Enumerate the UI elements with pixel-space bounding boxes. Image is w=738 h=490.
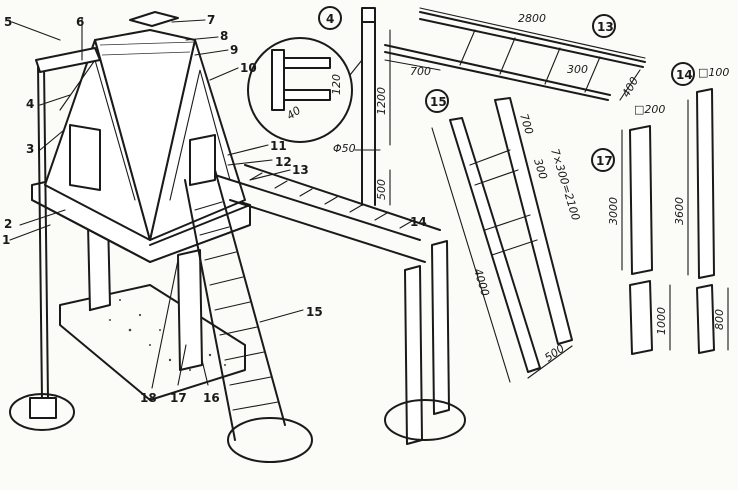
- detail-17-post: 17 □200 3000 1000: [591, 103, 671, 355]
- footing-left-block: [29, 397, 57, 419]
- svg-text:2800: 2800: [518, 12, 546, 25]
- playhouse-assembly: [9, 11, 466, 463]
- callout-12: 12: [275, 155, 292, 169]
- svg-text:3600: 3600: [673, 197, 686, 225]
- svg-text:500: 500: [542, 342, 567, 365]
- support-post-14: [404, 265, 423, 445]
- window-left: [69, 124, 101, 191]
- callout-4: 4: [26, 97, 34, 111]
- svg-text:700: 700: [517, 112, 536, 136]
- callout-2: 2: [4, 217, 12, 231]
- svg-text:7×300=2100: 7×300=2100: [548, 147, 582, 222]
- detail-15-stair: 15 4000 700 300 7×300=2100 500: [425, 89, 582, 383]
- svg-text:Φ50: Φ50: [333, 142, 356, 155]
- callout-7: 7: [207, 13, 215, 27]
- svg-text:300: 300: [567, 63, 588, 76]
- detail-14-post: 14 □100 3600 800: [671, 62, 729, 354]
- svg-text:800: 800: [713, 309, 726, 330]
- callout-9: 9: [230, 43, 238, 57]
- svg-text:4000: 4000: [471, 267, 492, 298]
- callout-10: 10: [240, 61, 257, 75]
- footing-left: [9, 393, 75, 431]
- callout-1: 1: [2, 233, 10, 247]
- callout-8: 8: [220, 29, 228, 43]
- detail-4-pole: 4 1200 500 Φ50 120 40: [247, 6, 391, 206]
- svg-text:500: 500: [375, 179, 388, 200]
- callout-6: 6: [76, 15, 84, 29]
- svg-text:700: 700: [410, 65, 431, 78]
- mast-bracket: [35, 47, 101, 73]
- lean-ladder: [184, 169, 286, 441]
- svg-text:17: 17: [596, 154, 613, 168]
- svg-text:300: 300: [531, 157, 550, 181]
- svg-text:4: 4: [326, 12, 334, 26]
- svg-text:120: 120: [330, 74, 343, 95]
- svg-text:1200: 1200: [375, 87, 388, 115]
- callout-17: 17: [170, 391, 187, 405]
- footing-ladder: [227, 417, 313, 463]
- callout-13: 13: [292, 163, 309, 177]
- house-roof-front: [94, 29, 196, 241]
- callout-leaders: [9, 17, 304, 389]
- callout-18: 18: [140, 391, 157, 405]
- svg-text:3000: 3000: [607, 197, 620, 225]
- horizontal-ladder: [214, 164, 441, 263]
- callout-15: 15: [306, 305, 323, 319]
- svg-text:40: 40: [284, 104, 303, 123]
- callout-11: 11: [270, 139, 287, 153]
- callout-5: 5: [4, 15, 12, 29]
- svg-text:14: 14: [676, 68, 693, 82]
- callout-3: 3: [26, 142, 34, 156]
- callout-16: 16: [203, 391, 220, 405]
- roof-cap: [129, 11, 179, 27]
- callouts: 1 2 3 4 5 6 7 8 9 10 11 12 13 14 15 16 1…: [2, 13, 427, 405]
- support-post-front: [177, 249, 203, 371]
- svg-text:□200: □200: [634, 103, 665, 116]
- svg-text:1000: 1000: [655, 307, 668, 335]
- svg-text:400: 400: [619, 75, 641, 100]
- callout-14: 14: [410, 215, 427, 229]
- ground-pad: [59, 284, 246, 401]
- footing-right: [384, 399, 466, 441]
- mast-pole: [37, 64, 43, 401]
- svg-text:15: 15: [430, 95, 447, 109]
- detail-13-ladder: 13 2800 700 300 400: [384, 7, 646, 101]
- svg-text:□100: □100: [698, 66, 729, 79]
- window-right: [189, 134, 216, 186]
- svg-text:13: 13: [597, 20, 614, 34]
